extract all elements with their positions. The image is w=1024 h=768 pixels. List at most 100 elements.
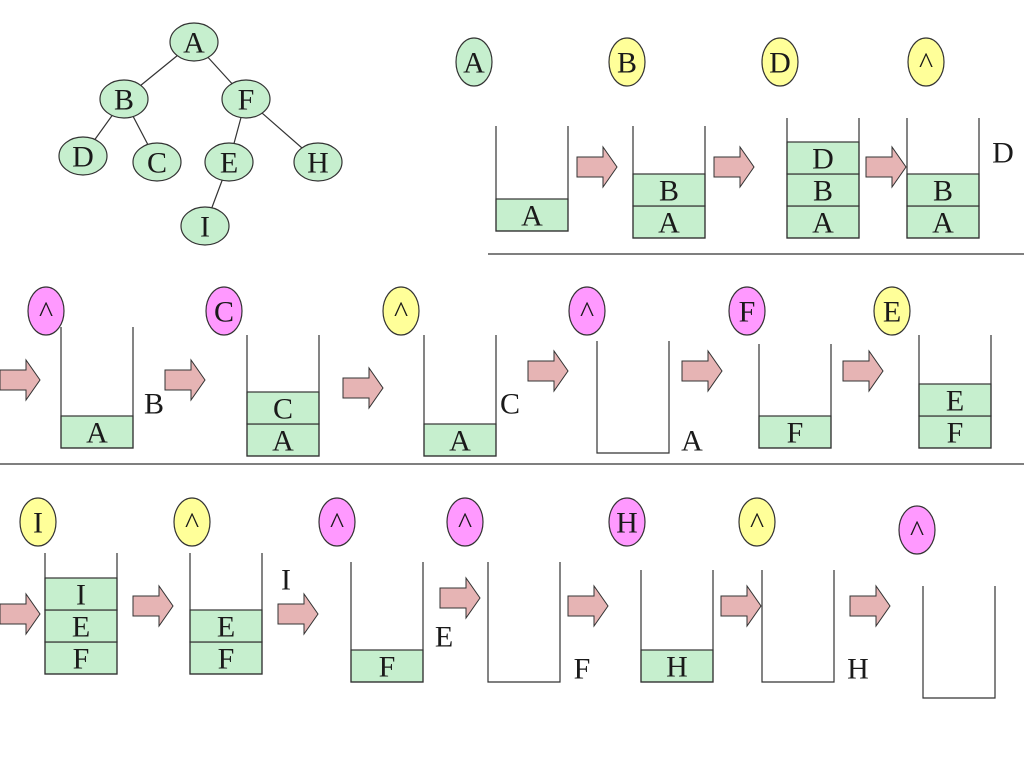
- stack-cell-label: F: [787, 417, 804, 450]
- stack-container: [423, 335, 497, 457]
- stack-cell: [189, 641, 263, 675]
- pointer-circle-shape: [568, 286, 606, 336]
- tree-node-d: D: [58, 136, 108, 176]
- pointer-circle: E: [873, 286, 911, 336]
- stack-cell-label: A: [449, 425, 471, 458]
- tree-node-a: A: [169, 22, 219, 62]
- stack-output-label: E: [435, 621, 453, 654]
- stack-cell-label: F: [73, 643, 90, 676]
- stack-state: AB D: [906, 118, 1014, 240]
- stack-container: [60, 327, 134, 449]
- stack-state: F: [487, 562, 590, 686]
- tree-node-label: F: [238, 84, 255, 117]
- stack-state: [922, 586, 996, 699]
- pointer-label: ^: [185, 507, 199, 540]
- pointer-circle: ^: [568, 286, 606, 336]
- stack-cell-label: F: [218, 643, 235, 676]
- pointer-circle: F: [728, 286, 766, 336]
- tree-node-label: H: [307, 147, 329, 180]
- pointer-circle-shape: [173, 497, 211, 547]
- stack-cell-label: B: [813, 175, 833, 208]
- pointer-label: B: [617, 47, 637, 80]
- stack-output-label: H: [847, 653, 869, 686]
- pointer-label: ^: [910, 515, 924, 548]
- pointer-label: ^: [750, 507, 764, 540]
- pointer-circle-shape: [446, 497, 484, 547]
- stack-output-label: I: [281, 564, 291, 597]
- stack-cell-label: E: [946, 385, 964, 418]
- stack-cell-label: H: [666, 651, 688, 684]
- stack-container: [786, 118, 860, 239]
- pointer-circle: H: [608, 497, 646, 547]
- stack-container: [487, 562, 561, 683]
- pointer-label: F: [739, 296, 756, 329]
- stack-state: A: [596, 341, 703, 458]
- pointer-circle-shape: [455, 37, 493, 87]
- pointer-circle-shape: [205, 286, 243, 336]
- pointer-circle-shape: [907, 37, 945, 87]
- stack-state: FE I: [189, 553, 291, 676]
- stack-container: [632, 126, 706, 239]
- tree-node-label: B: [114, 84, 134, 117]
- right-arrow-icon: [277, 592, 319, 636]
- tree-node-h: H: [293, 142, 343, 182]
- stack-cell-label: A: [932, 207, 954, 240]
- stack-cell: [44, 641, 118, 675]
- stack-cell-label: D: [812, 143, 834, 176]
- stack-container: [44, 553, 118, 675]
- stack-container: [758, 344, 832, 449]
- stack-cell-label: E: [217, 611, 235, 644]
- stack-cell: [918, 383, 992, 417]
- pointer-label: ^: [330, 507, 344, 540]
- stack-cell-label: B: [933, 175, 953, 208]
- right-arrow-icon: [720, 584, 762, 628]
- stack-cell-label: A: [272, 425, 294, 458]
- stack-container: [189, 553, 263, 675]
- pointer-circle-shape: [738, 497, 776, 547]
- right-arrow-icon: [567, 584, 609, 628]
- pointer-circle: C: [205, 286, 243, 336]
- pointer-circle: ^: [898, 505, 936, 555]
- stack-container: [906, 118, 980, 239]
- right-arrow-icon: [527, 349, 569, 393]
- stack-state: AC: [246, 335, 320, 458]
- stack-cell-label: I: [76, 579, 86, 612]
- stack-cell-label: A: [521, 200, 543, 233]
- tree-node-circle: [180, 206, 230, 246]
- stack-cell: [918, 415, 992, 449]
- pointer-label: ^: [39, 296, 53, 329]
- pointer-circle: ^: [446, 497, 484, 547]
- tree-node-label: E: [220, 147, 238, 180]
- right-arrow-icon: [164, 358, 206, 402]
- tree-node-circle: [221, 79, 271, 119]
- tree-node-circle: [132, 142, 182, 182]
- tree-node-circle: [169, 22, 219, 62]
- stack-cell-label: A: [658, 207, 680, 240]
- tree-node-circle: [99, 79, 149, 119]
- stack-cell-label: F: [379, 651, 396, 684]
- pointer-label: H: [616, 507, 638, 540]
- transition-arrows: [0, 145, 907, 636]
- pointer-label: D: [769, 47, 791, 80]
- pointer-circle-shape: [873, 286, 911, 336]
- stack-output-label: B: [144, 388, 164, 421]
- stack-output-label: D: [992, 137, 1014, 170]
- right-arrow-icon: [842, 349, 884, 393]
- pointer-label: ^: [580, 296, 594, 329]
- stack-container: [640, 570, 714, 683]
- pointer-circle: ^: [382, 286, 420, 336]
- stack-cell-label: C: [273, 393, 293, 426]
- pointer-label: ^: [458, 507, 472, 540]
- stack-cell: [640, 649, 714, 683]
- stack-state: AC: [423, 335, 520, 458]
- stack-cell: [189, 609, 263, 643]
- stack-container: [246, 335, 320, 457]
- pointer-circle-shape: [608, 37, 646, 87]
- pointer-circle-shape: [27, 286, 65, 336]
- stack-state: F: [758, 344, 832, 450]
- stack-state: FE: [350, 562, 453, 684]
- pointer-label: ^: [919, 47, 933, 80]
- pointer-circle-shape: [382, 286, 420, 336]
